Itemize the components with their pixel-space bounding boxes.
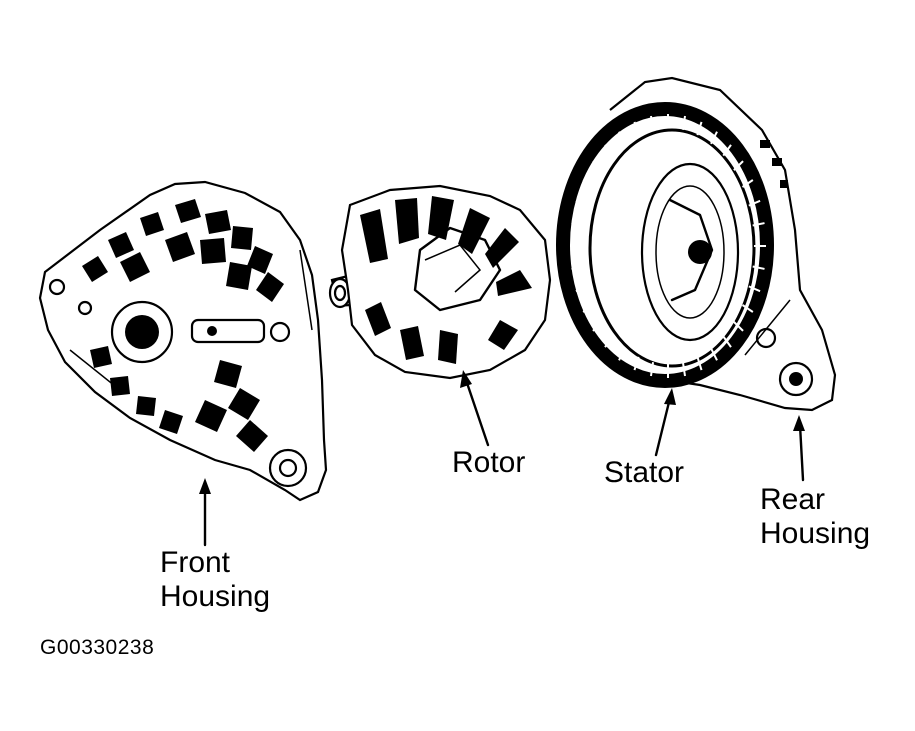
stator-tooth [748,285,761,293]
stator-tooth [733,321,744,332]
front-housing-part [38,180,328,502]
stator-tooth [710,347,718,361]
stator-tooth [633,121,640,136]
leader-stator [654,388,676,457]
rear-housing-label: Rear Housing [760,483,870,551]
stator-tooth [649,362,655,377]
stator-tooth [681,115,687,130]
stator-tooth [722,144,732,157]
stator-tooth [618,347,626,361]
leader-rear-housing [793,415,805,482]
stator-tooth [582,304,595,313]
front-housing-label-line2: Housing [160,580,271,613]
rotor-part [328,184,552,380]
stator-tooth [582,179,595,188]
rotor-label: Rotor [452,446,526,479]
leader-front-housing [199,478,211,547]
stator-tooth [633,356,640,371]
stator-tooth [592,160,603,171]
stator-tooth [741,179,754,188]
stator-tooth [752,265,765,270]
stator-tooth [696,356,703,371]
rear-housing-label-line1: Rear [760,483,826,516]
stator-tooth [722,335,732,348]
stator-tooth [733,160,744,171]
leader-rotor [460,370,490,447]
stator-tooth [649,115,655,130]
stator-tooth [681,362,687,377]
stator-tooth [571,222,584,227]
figure-id: G00330238 [40,636,155,659]
stator-tooth [604,144,614,157]
stator-tooth [696,121,703,136]
rear-housing-label-line2: Housing [760,517,871,550]
front-housing-label: Front Housing [160,546,270,614]
stator-tooth [741,304,754,313]
stator-tooth [604,335,614,348]
stator-tooth [575,285,588,293]
stator-tooth [710,131,718,145]
stator-tooth [575,199,588,207]
stator-tooth [618,131,626,145]
stator-label: Stator [604,456,685,489]
front-housing-label-line1: Front [160,546,231,579]
stator-tooth [752,222,765,227]
stator-tooth [592,321,603,332]
stator-tooth [571,265,584,270]
stator-part [556,102,774,388]
stator-tooth [748,199,761,207]
